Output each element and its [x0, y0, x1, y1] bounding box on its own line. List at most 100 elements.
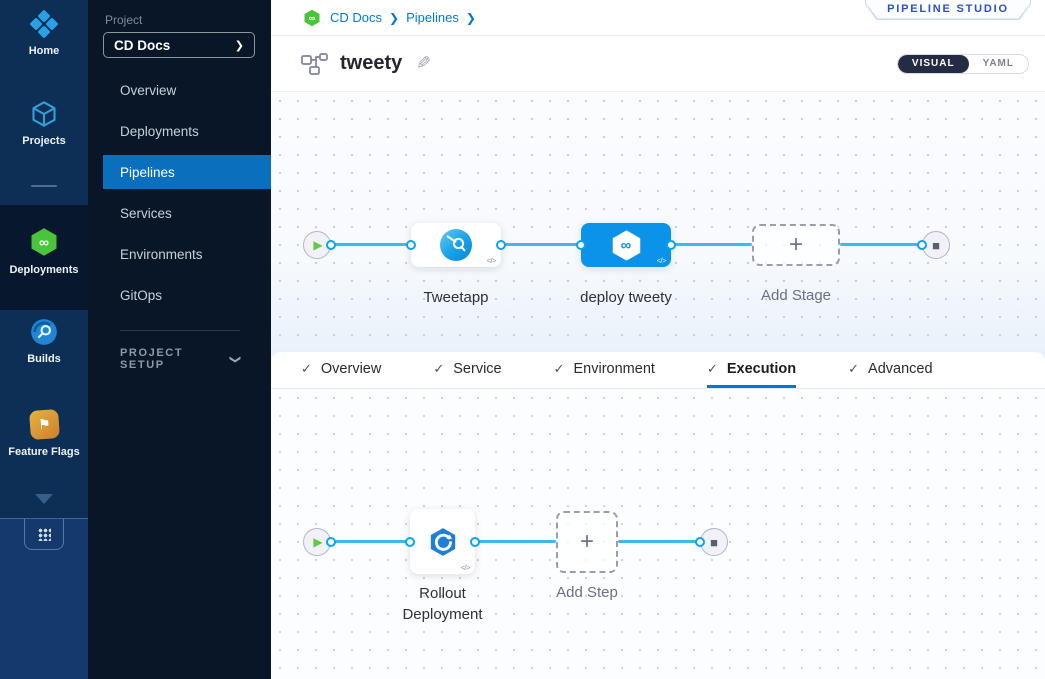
connector-line	[618, 540, 700, 543]
connector-line	[475, 540, 556, 543]
deployments-icon: ∞	[29, 227, 59, 257]
step-label: Rollout Deployment	[402, 585, 483, 623]
stop-icon: ■	[710, 534, 718, 550]
add-stage-label: Add Stage	[760, 287, 832, 304]
execution-canvas[interactable]: ▶ </> +	[271, 389, 1045, 679]
breadcrumb-separator: ❯	[389, 10, 400, 25]
connector-point[interactable]	[405, 537, 415, 547]
add-stage-button[interactable]: +	[752, 224, 840, 266]
rail-item-label: Deployments	[9, 264, 79, 276]
play-icon: ▶	[313, 535, 323, 549]
tab-overview[interactable]: ✓ Overview	[301, 360, 382, 377]
check-icon: ✓	[301, 360, 312, 376]
connector-point[interactable]	[326, 537, 336, 547]
breadcrumb-pipelines-link[interactable]: Pipelines	[406, 10, 459, 25]
breadcrumb-project-link[interactable]: CD Docs	[330, 10, 383, 25]
tab-service[interactable]: ✓ Service	[433, 360, 502, 377]
code-icon: </>	[460, 563, 471, 572]
pipeline-icon	[301, 52, 328, 75]
pipeline-title-bar: tweety ✎ VISUAL YAML	[271, 36, 1045, 92]
rail-item-label: Feature Flags	[8, 446, 80, 458]
add-step-button[interactable]: +	[556, 511, 618, 573]
project-name: CD Docs	[114, 37, 171, 53]
rail-item-builds[interactable]: Builds	[0, 318, 88, 366]
project-label: Project	[105, 13, 143, 27]
rail-more-chevron-icon[interactable]	[35, 494, 53, 504]
code-icon: </>	[656, 256, 667, 265]
connector-point[interactable]	[917, 240, 927, 250]
tab-execution[interactable]: ✓ Execution	[706, 352, 797, 388]
connector-point[interactable]	[326, 240, 336, 250]
add-step-label: Add Step	[556, 584, 618, 601]
pipeline-studio-badge: PIPELINE STUDIO	[865, 0, 1031, 20]
stage-label: deploy tweety	[580, 289, 672, 306]
rail-item-home[interactable]: Home	[0, 10, 88, 58]
rail-item-feature-flags[interactable]: ⚑ Feature Flags	[0, 409, 88, 459]
chevron-down-icon: ❯	[228, 354, 241, 364]
tab-environment[interactable]: ✓ Environment	[553, 360, 655, 377]
connector-point[interactable]	[496, 240, 506, 250]
connector-point[interactable]	[470, 537, 480, 547]
step-node-rollout[interactable]: </>	[410, 509, 475, 574]
rail-bottom-section	[0, 518, 88, 679]
stop-icon: ■	[932, 237, 940, 253]
sidebar-item-deployments[interactable]: Deployments	[120, 123, 199, 139]
check-icon: ✓	[848, 360, 860, 376]
tab-advanced[interactable]: ✓ Advanced	[848, 360, 933, 377]
connector-line	[331, 243, 411, 246]
plus-icon: +	[579, 528, 594, 555]
stage-canvas[interactable]: ▶ </>	[271, 92, 1045, 352]
connector-point[interactable]	[666, 240, 676, 250]
stage-tabs-wrap: ✓ Overview ✓ Service ✓ Environment ✓ Exe…	[271, 352, 1045, 389]
visual-toggle-button[interactable]: VISUAL	[897, 54, 969, 73]
rail-item-label: Builds	[27, 353, 61, 365]
chevron-right-icon: ❯	[234, 39, 244, 52]
connector-point[interactable]	[406, 240, 416, 250]
connector-point[interactable]	[695, 537, 705, 547]
home-icon	[30, 10, 58, 38]
rail-item-label: Home	[28, 45, 60, 57]
breadcrumb: ∞ CD Docs ❯ Pipelines ❯	[303, 9, 476, 27]
rail-item-projects[interactable]: Projects	[0, 100, 88, 148]
sidebar-item-services[interactable]: Services	[120, 205, 172, 221]
active-module-highlight	[0, 205, 88, 310]
main-content: ∞ CD Docs ❯ Pipelines ❯ PIPELINE STUDIO …	[271, 0, 1045, 679]
project-setup-toggle[interactable]: PROJECT SETUP ❯	[120, 347, 241, 371]
connector-line	[840, 243, 922, 246]
module-rail: Home Projects ∞ Deployments Bu	[0, 0, 88, 679]
rail-item-label: Projects	[22, 135, 66, 147]
grid-icon	[37, 527, 51, 541]
visual-yaml-toggle: VISUAL YAML	[896, 53, 1029, 74]
check-icon: ✓	[706, 360, 718, 376]
sidebar-item-overview[interactable]: Overview	[120, 82, 177, 98]
sidebar-item-pipelines[interactable]: Pipelines	[103, 155, 271, 189]
edit-pipeline-name-icon[interactable]: ✎	[416, 53, 432, 73]
sidebar-divider	[120, 330, 240, 331]
connector-point[interactable]	[576, 240, 586, 250]
stage-node-deploy[interactable]: ∞ </>	[581, 223, 671, 267]
play-icon: ▶	[313, 238, 323, 252]
breadcrumb-bar: ∞ CD Docs ❯ Pipelines ❯ PIPELINE STUDIO	[271, 0, 1045, 36]
builds-icon	[31, 319, 57, 345]
stage-node-build[interactable]: </>	[411, 223, 501, 267]
project-selector[interactable]: CD Docs ❯	[103, 32, 255, 58]
cd-deploy-icon: ∞	[610, 229, 643, 262]
yaml-toggle-button[interactable]: YAML	[982, 57, 1014, 69]
project-nav-items: Overview Deployments Pipelines Services …	[88, 73, 271, 319]
rail-divider	[31, 185, 57, 187]
project-sidebar: Project CD Docs ❯ Overview Deployments P…	[88, 0, 271, 679]
pipeline-studio-badge-text: PIPELINE STUDIO	[887, 3, 1009, 16]
rail-item-deployments[interactable]: ∞ Deployments	[0, 227, 88, 277]
connector-line	[671, 243, 752, 246]
breadcrumb-separator: ❯	[465, 10, 476, 25]
module-picker-button[interactable]	[24, 519, 64, 550]
sidebar-item-environments[interactable]: Environments	[120, 246, 203, 262]
stage-label: Tweetapp	[423, 289, 489, 306]
feature-flags-icon: ⚑	[28, 409, 60, 440]
code-icon: </>	[486, 256, 497, 265]
sidebar-item-gitops[interactable]: GitOps	[120, 287, 163, 303]
rollout-deployment-icon	[426, 525, 460, 559]
check-icon: ✓	[553, 360, 565, 376]
pipeline-name: tweety	[340, 52, 403, 74]
connector-line	[331, 540, 410, 543]
